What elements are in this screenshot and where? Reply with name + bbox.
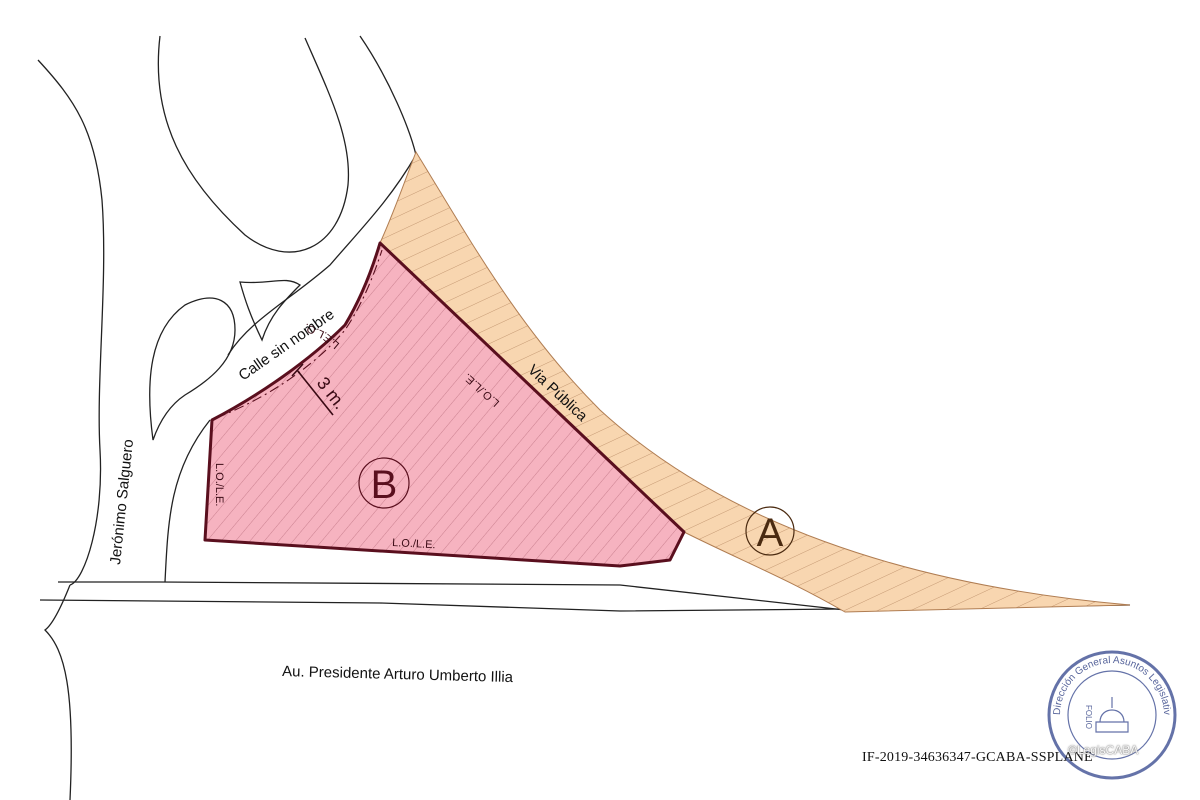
- lo-le-bottom-label: L.O./L.E.: [392, 537, 436, 551]
- avenue-north-edge: [58, 581, 846, 611]
- legiscaba-watermark: ©LegisCABA: [1068, 743, 1139, 757]
- avenue-west-edge: [43, 584, 72, 800]
- zone-a-circle: [745, 506, 795, 556]
- official-stamp: Dirección General Asuntos Legislativos F…: [0, 0, 1177, 780]
- north-block-outline: [157, 35, 350, 253]
- dimension-line: [296, 369, 334, 416]
- le-dash-dot-line: [215, 249, 383, 419]
- document-identifier: IF-2019-34636347-GCABA-SSPLANE: [862, 750, 1093, 765]
- stamp-outer-ring: [1047, 650, 1177, 780]
- small-island: [239, 279, 302, 342]
- dimension-tick-top: [291, 363, 304, 377]
- zone-a-marker: A: [745, 506, 795, 556]
- zone-b-letter: B: [371, 463, 398, 507]
- legislature-building-icon: [1095, 697, 1129, 733]
- building-dome: [1099, 709, 1125, 723]
- zone-b-circle: [358, 457, 410, 509]
- jeronimo-salguero-east-edge: [164, 419, 211, 583]
- stamp-folio-label: FOLIO: [1084, 705, 1093, 729]
- dimension-3m-marker: [291, 363, 334, 416]
- lo-le-left-label: L.O./L.E.: [213, 463, 225, 506]
- street-label-jeronimo-salguero: Jerónimo Salguero: [107, 438, 137, 565]
- east-street-edge: [359, 35, 417, 156]
- zone-b-marker: B: [358, 457, 410, 509]
- stamp-inner-ring: [1067, 670, 1157, 760]
- calle-sin-nombre-north-edge: [227, 154, 417, 356]
- zone-b-lot: [203, 241, 686, 568]
- teardrop-island: [149, 297, 236, 441]
- street-label-avenue: Au. Presidente Arturo Umberto Illia: [282, 663, 514, 686]
- building-base: [1095, 721, 1129, 733]
- zone-a-letter: A: [757, 511, 784, 555]
- jeronimo-salguero-west-edge: [37, 59, 105, 586]
